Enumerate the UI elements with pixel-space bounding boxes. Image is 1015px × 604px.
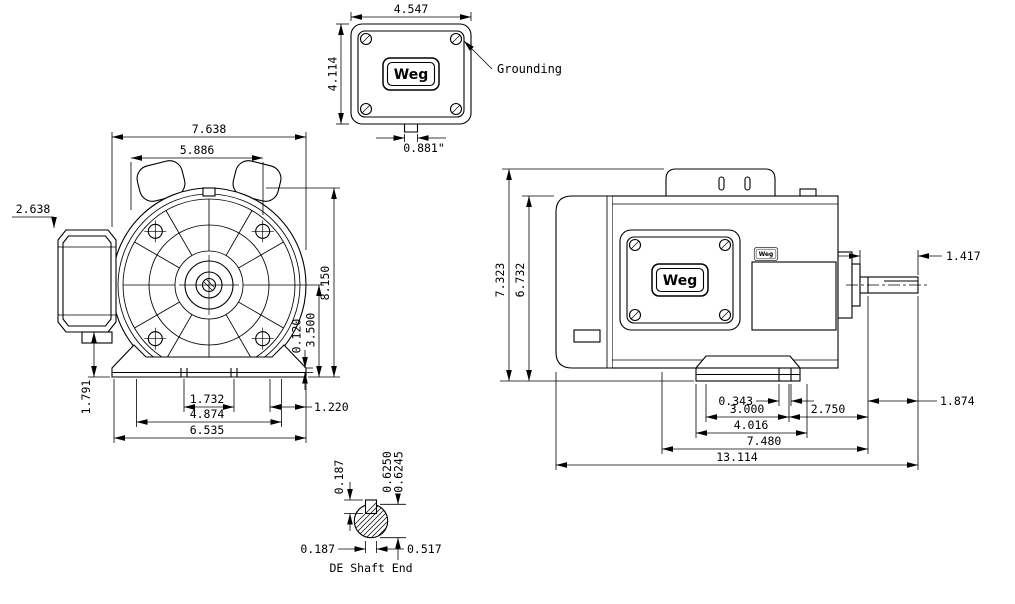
rear-foot-tab <box>573 329 601 343</box>
dim-shaft-diameter-upper: 0.6250 <box>380 451 394 493</box>
grounding-label: Grounding <box>497 62 562 76</box>
dim-front-overall-width: 7.638 <box>192 122 227 136</box>
nameplate <box>751 261 837 331</box>
front-end-view: 7.638 5.886 2.638 8.150 3.500 0.120 1.79… <box>12 122 349 443</box>
dim-front-slot-spacing: 1.732 <box>190 392 225 406</box>
guard-spokes <box>123 199 295 371</box>
dim-side-foot-span: 4.016 <box>734 418 769 432</box>
shaft-detail-caption: DE Shaft End <box>329 561 412 575</box>
dim-conduit-hole: 0.881" <box>403 141 445 155</box>
dim-front-base-width: 6.535 <box>190 423 225 437</box>
dim-front-box-to-center: 5.886 <box>180 143 215 157</box>
dim-side-shoulder-to-end: 1.874 <box>940 394 975 408</box>
dim-side-slot-width: 0.343 <box>718 394 753 408</box>
dim-side-shaft-extension: 1.417 <box>946 249 981 263</box>
dim-front-hole-spacing: 4.874 <box>190 407 225 421</box>
shaft-hub <box>179 255 239 315</box>
dim-shaft-diameter-lower: 0.6245 <box>392 451 406 493</box>
dim-terminal-box-width: 4.547 <box>394 2 429 16</box>
conduit-hub <box>403 124 419 133</box>
dim-front-box-bottom-height: 1.791 <box>79 380 93 415</box>
dim-side-body-height: 6.732 <box>513 263 527 298</box>
dim-side-overall-height: 7.323 <box>493 263 507 298</box>
dim-front-box-top-offset: 2.638 <box>16 202 51 216</box>
eyebolt-boss <box>799 188 817 197</box>
dim-side-body-length: 7.480 <box>747 434 782 448</box>
dim-front-overall-height: 8.150 <box>318 266 332 301</box>
top-handle <box>665 168 776 196</box>
dim-key-height: 0.187 <box>332 460 346 495</box>
dim-key-width: 0.187 <box>300 542 335 556</box>
terminal-box-view: 4.547 4.114 Grounding 0.881" <box>326 2 563 155</box>
guard-bolts <box>144 220 274 350</box>
conduit-box-side <box>57 229 117 344</box>
fan-cover-side <box>555 195 612 369</box>
drive-end-shaft <box>837 251 930 319</box>
key-section <box>364 499 378 515</box>
dim-side-foot-to-shoulder: 2.750 <box>811 402 846 416</box>
guard-top-seam <box>202 187 216 197</box>
grounding-leader <box>463 40 493 70</box>
de-shaft-end-detail: 0.6250 0.6245 0.187 0.187 0.517 DE Shaft… <box>300 451 441 575</box>
dim-side-foot-spacing: 3.000 <box>730 402 765 416</box>
dim-front-shaft-height: 3.500 <box>304 313 318 348</box>
dim-flat-width: 0.517 <box>407 542 442 556</box>
dim-front-foot-edge-offset: 1.220 <box>314 400 349 414</box>
dim-side-overall-length: 13.114 <box>716 450 758 464</box>
front-foot <box>694 355 802 382</box>
dim-terminal-box-height: 4.114 <box>326 57 340 92</box>
side-view: 7.323 6.732 1.417 0.343 1.874 3.000 2.75… <box>493 168 981 470</box>
dim-front-pad-thickness: 0.120 <box>290 319 304 354</box>
